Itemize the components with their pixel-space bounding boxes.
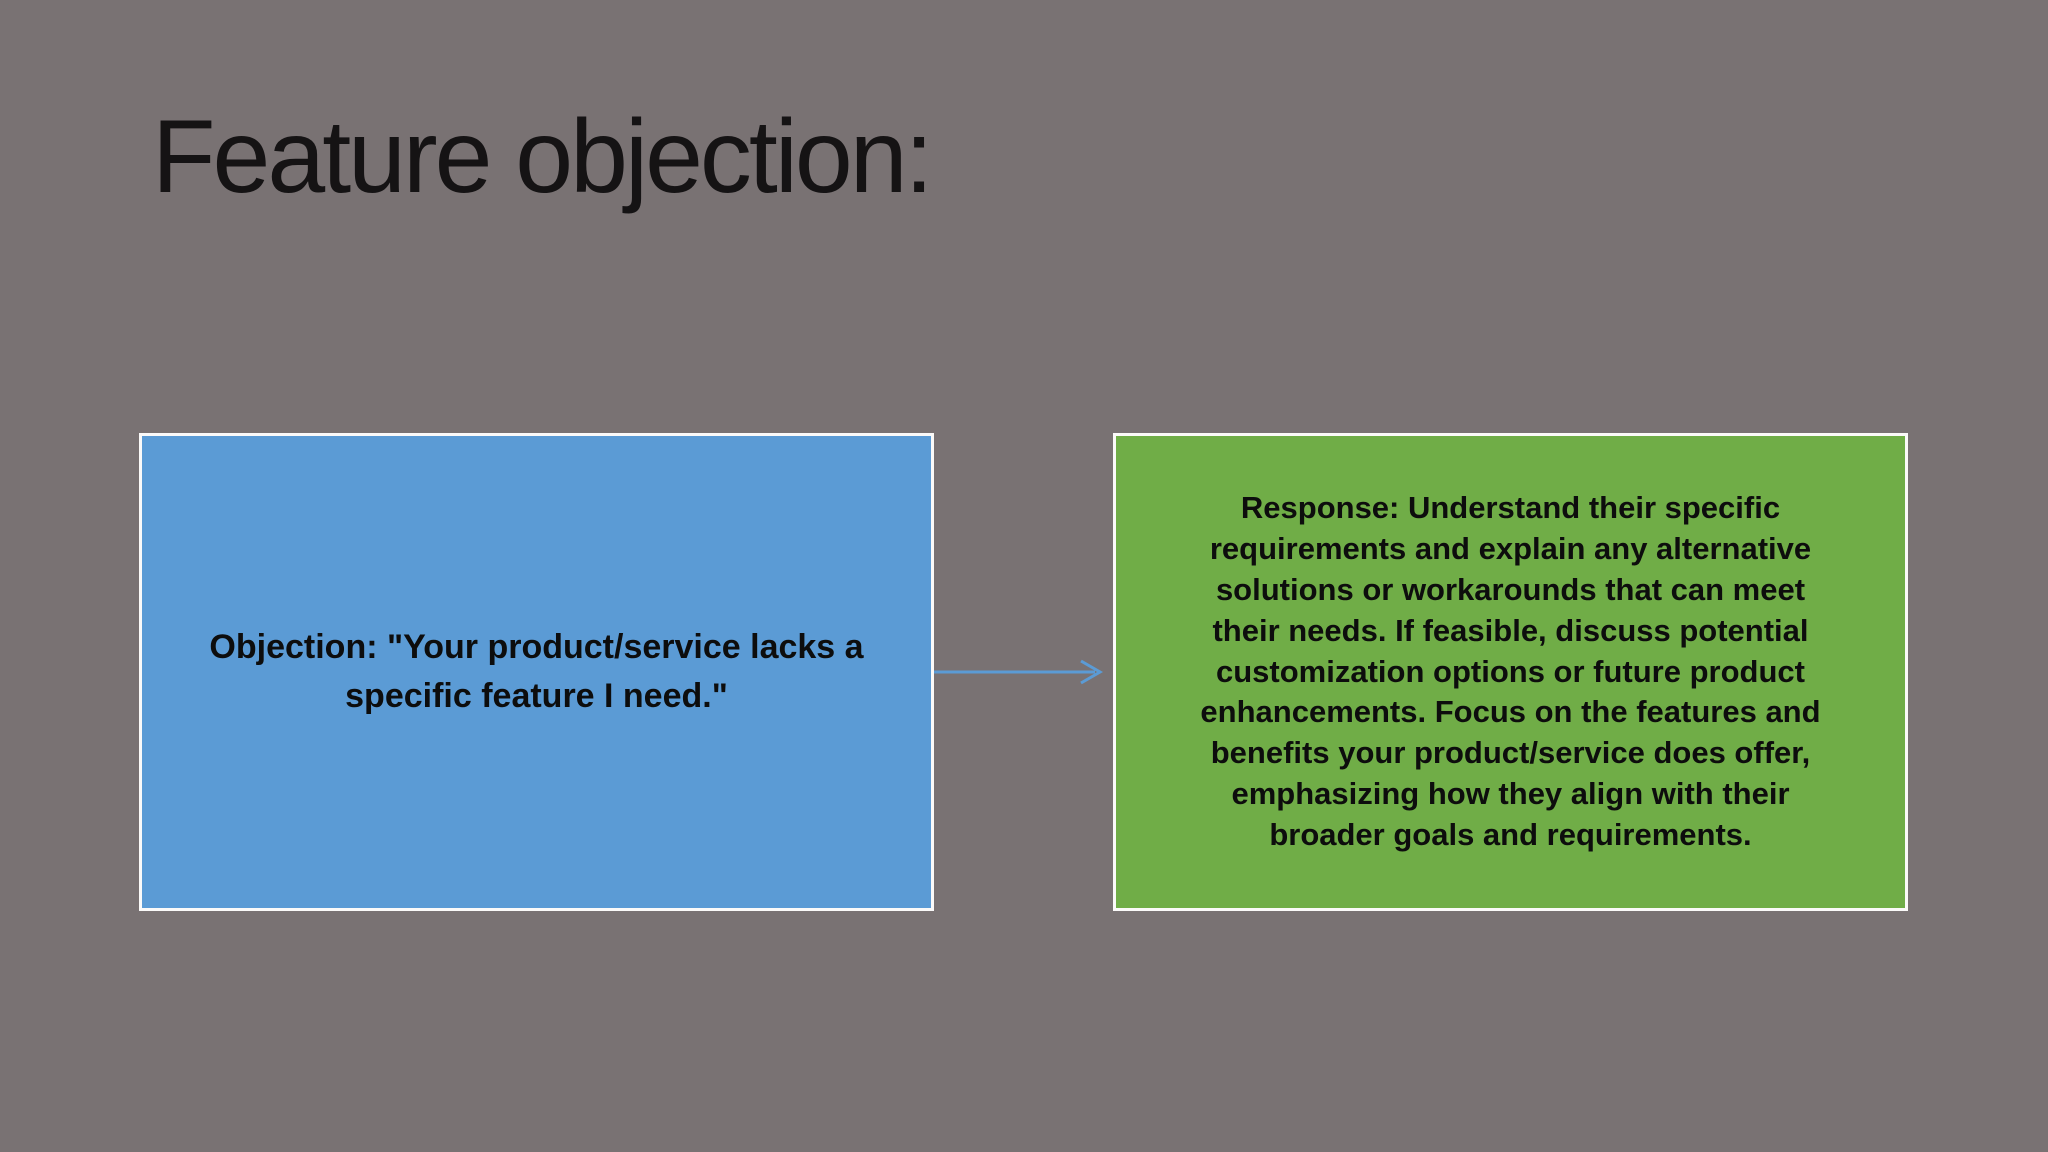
response-box: Response: Understand their specific requ… bbox=[1113, 433, 1908, 911]
right-arrow-icon bbox=[934, 659, 1103, 685]
objection-box: Objection: "Your product/service lacks a… bbox=[139, 433, 934, 911]
objection-text: Objection: "Your product/service lacks a… bbox=[209, 627, 864, 715]
slide-title: Feature objection: bbox=[152, 99, 934, 215]
response-text: Response: Understand their specific requ… bbox=[1200, 489, 1821, 853]
